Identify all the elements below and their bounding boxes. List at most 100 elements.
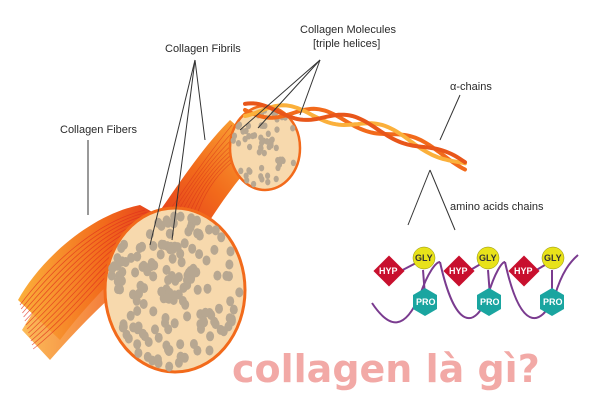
leader-lines	[87, 59, 461, 246]
fibril-dot	[242, 135, 248, 143]
fibril-dot	[229, 304, 238, 315]
fibril-dot	[149, 306, 158, 317]
fibril-dot	[134, 321, 143, 332]
fibril-dot	[265, 172, 271, 180]
fibril-dot	[259, 164, 265, 172]
label-collagen-fibrils: Collagen Fibrils	[165, 43, 241, 55]
fibril-dot	[213, 270, 222, 281]
fibril-dot	[193, 284, 202, 295]
svg-text:GLY: GLY	[544, 253, 562, 263]
fibril-dot	[195, 249, 204, 260]
fibril-dot	[180, 238, 189, 249]
fibril-dot	[189, 268, 198, 278]
fibril-dot	[171, 275, 180, 286]
fibril-dot	[265, 178, 271, 186]
fibril-dot	[186, 222, 195, 233]
fibril-dot	[236, 121, 243, 129]
fibril-dot	[261, 149, 267, 157]
fibril-dot	[173, 242, 182, 253]
fibril-dot	[170, 318, 179, 329]
fibril-dot	[264, 138, 270, 145]
fibril-dot	[235, 140, 242, 147]
fibril-dot	[268, 142, 274, 149]
fibril-dot	[215, 303, 223, 314]
fibril-dot	[161, 317, 169, 328]
fibril-dot	[231, 132, 238, 140]
fibril-dot	[162, 264, 171, 275]
triple-helix	[243, 101, 467, 172]
svg-text:GLY: GLY	[479, 253, 497, 263]
fibril-dot	[162, 217, 171, 228]
fibril-dot	[149, 271, 158, 282]
fibril-dot	[135, 243, 144, 253]
fibril-dot	[133, 339, 142, 350]
fibril-dot	[143, 266, 152, 277]
fibril-dot	[226, 246, 235, 257]
fibril-dot	[246, 167, 252, 174]
fibril-dot	[222, 270, 231, 281]
caption-title: collagen là gì?	[232, 347, 540, 391]
fibril-dot	[166, 244, 175, 255]
gly-residue: GLY	[541, 246, 565, 270]
fibril-dot	[187, 213, 196, 224]
label-collagen-molecules: Collagen Molecules	[300, 24, 396, 36]
fibril-dot	[210, 244, 219, 255]
fibril-dot	[180, 352, 189, 363]
fibril-dot	[277, 156, 283, 163]
fibril-dot	[120, 239, 128, 250]
fibril-dot	[205, 224, 213, 235]
fibril-dot	[156, 249, 165, 260]
fibril-dot	[205, 345, 214, 356]
fiber-strand	[19, 209, 146, 306]
fibril-dot	[165, 361, 174, 372]
fibril-dot	[183, 311, 192, 322]
fibril-dot	[153, 354, 162, 365]
fibril-dot	[113, 276, 122, 287]
fibril-dot	[274, 126, 280, 133]
svg-text:HYP: HYP	[449, 266, 468, 276]
fibril-dot	[217, 232, 226, 243]
fibril-dot	[290, 124, 296, 132]
fibril-dot	[226, 296, 235, 307]
fibril-dot	[131, 267, 140, 278]
fibril-dot	[210, 316, 219, 327]
fibril-dot	[202, 255, 211, 266]
fibril-dot	[276, 161, 283, 168]
fibril-dot	[151, 324, 159, 335]
svg-text:PRO: PRO	[416, 297, 436, 307]
fiber-strand	[20, 212, 147, 310]
gly-residue: GLY	[476, 246, 500, 270]
fibril-dot	[265, 130, 271, 138]
label-collagen-fibers: Collagen Fibers	[60, 124, 138, 136]
svg-text:HYP: HYP	[379, 266, 398, 276]
fibril-dot	[188, 243, 197, 254]
fibril-dot	[219, 326, 228, 337]
fibril-dot	[181, 299, 190, 310]
fibril-dot	[157, 286, 166, 297]
fibril-dot	[211, 225, 220, 236]
svg-text:GLY: GLY	[415, 253, 433, 263]
svg-text:PRO: PRO	[480, 297, 500, 307]
fiber-strand	[22, 214, 149, 314]
svg-text:PRO: PRO	[543, 297, 563, 307]
fibril-dot	[240, 128, 246, 135]
fibril-dot	[143, 351, 152, 362]
svg-text:HYP: HYP	[514, 266, 533, 276]
fibril-dot	[246, 132, 252, 140]
fibril-dot	[203, 283, 212, 294]
fibril-dot	[290, 159, 296, 167]
fibril-dot	[206, 331, 215, 342]
fibril-dot	[225, 259, 234, 270]
fibril-dot	[258, 134, 264, 141]
hyp-residue: HYP	[373, 255, 405, 287]
fibril-dot	[201, 307, 210, 318]
fibril-dot	[144, 337, 153, 347]
pro-residue: PRO	[540, 288, 564, 316]
fibril-dot	[227, 316, 236, 327]
fibril-dot	[147, 258, 156, 268]
fibril-dot	[154, 332, 163, 343]
fibril-dot	[177, 257, 186, 268]
fibril-dot	[134, 348, 143, 358]
label-amino-acids-chains: amino acids chains	[450, 201, 544, 213]
